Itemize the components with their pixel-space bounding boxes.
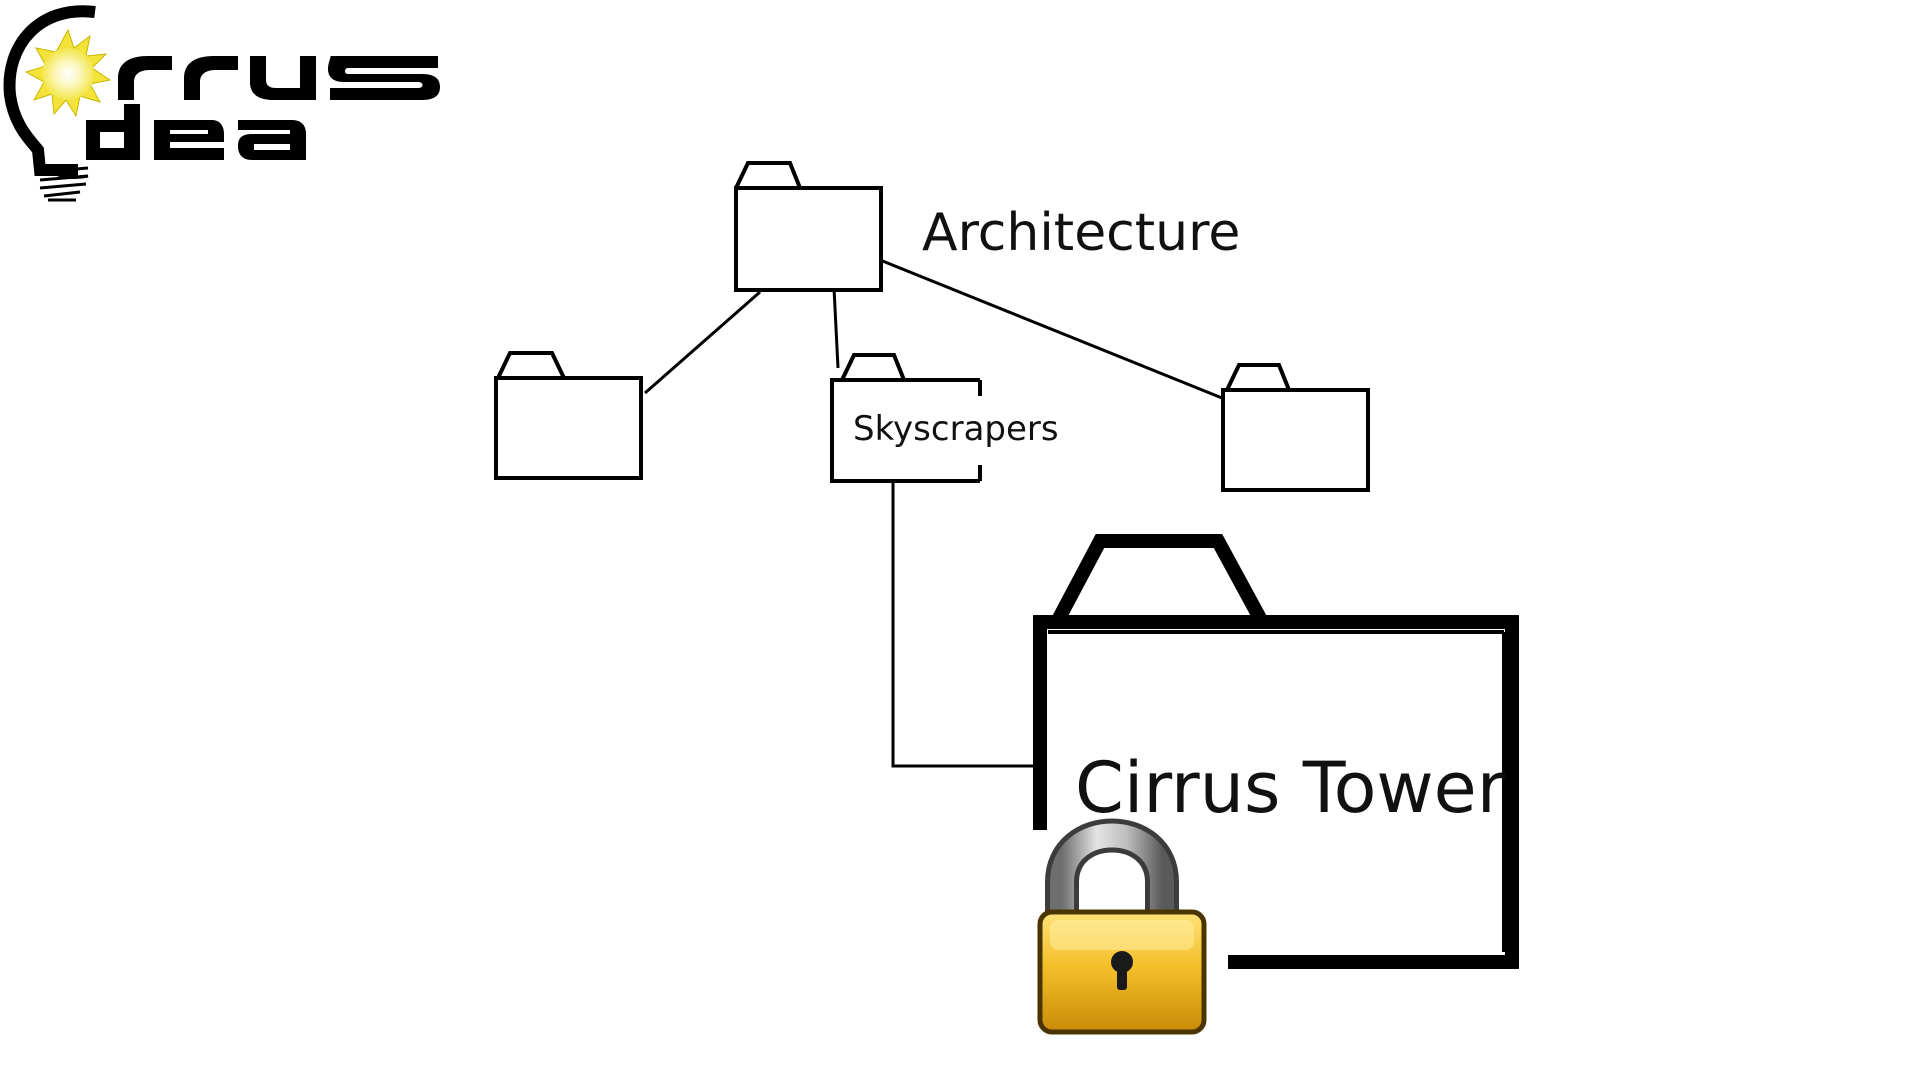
folder-label-architecture: Architecture (922, 203, 1240, 263)
lightbulb-icon (3, 5, 96, 202)
connector-lines (644, 258, 1223, 768)
connector-root-left (644, 290, 761, 395)
connector-skyscrapers-cirrus-tower (891, 481, 1040, 768)
folder-label-cirrus-tower: Cirrus Tower (1075, 747, 1506, 829)
folder-icon (830, 353, 982, 483)
folder-icon (494, 351, 643, 480)
folder-icon (1221, 363, 1370, 492)
folder-label-skyscrapers: Skyscrapers (853, 409, 1059, 449)
folder-right-child[interactable] (1221, 363, 1370, 492)
connector-root-skyscrapers (832, 287, 840, 369)
folder-skyscrapers[interactable]: Skyscrapers (830, 353, 1059, 483)
padlock-icon (1037, 818, 1207, 1035)
folder-icon (1033, 534, 1519, 969)
logo (3, 5, 440, 202)
folder-cirrus-tower[interactable]: Cirrus Tower (1033, 534, 1519, 969)
connector-root-right (879, 258, 1223, 400)
logo-wordmark (86, 56, 440, 160)
sun-icon (24, 28, 112, 118)
keyhole (1111, 951, 1133, 990)
folder-icon (734, 161, 883, 292)
folder-left-child[interactable] (494, 351, 643, 480)
folder-architecture[interactable]: Architecture (734, 161, 1240, 292)
